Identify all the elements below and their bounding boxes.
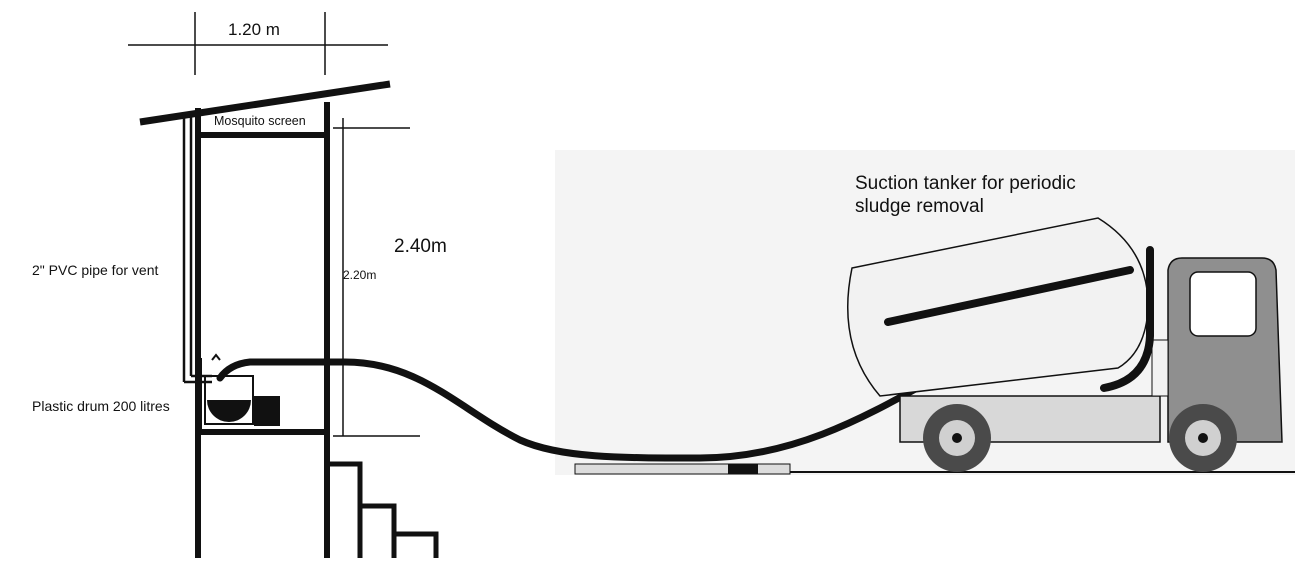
plastic-drum xyxy=(198,353,280,432)
roof xyxy=(139,80,391,126)
ground xyxy=(574,463,1295,475)
cab-window xyxy=(1189,271,1257,337)
tank-band xyxy=(884,266,1134,326)
mosquito-screen-label: Mosquito screen xyxy=(214,114,306,128)
plastic-drum-label: Plastic drum 200 litres xyxy=(32,398,170,414)
rear-wheel xyxy=(1169,404,1237,472)
latrine-structure xyxy=(195,102,330,558)
outer-height-label: 2.40m xyxy=(394,236,447,257)
vent-pipe-label: 2" PVC pipe for vent xyxy=(32,262,159,278)
truck-hose xyxy=(1100,246,1154,392)
width-dimension xyxy=(128,12,388,75)
suction-hose xyxy=(216,358,932,462)
cab-door-handle xyxy=(1151,339,1169,397)
suction-tanker-label: Suction tanker for periodic sludge remov… xyxy=(855,173,1076,217)
height-dimensions xyxy=(333,118,420,437)
steps xyxy=(327,461,439,558)
front-wheel xyxy=(923,404,991,472)
tank xyxy=(847,217,1149,397)
width-label: 1.20 m xyxy=(228,20,280,39)
suction-truck xyxy=(847,217,1283,472)
inner-height-label: 2.20m xyxy=(343,268,377,282)
